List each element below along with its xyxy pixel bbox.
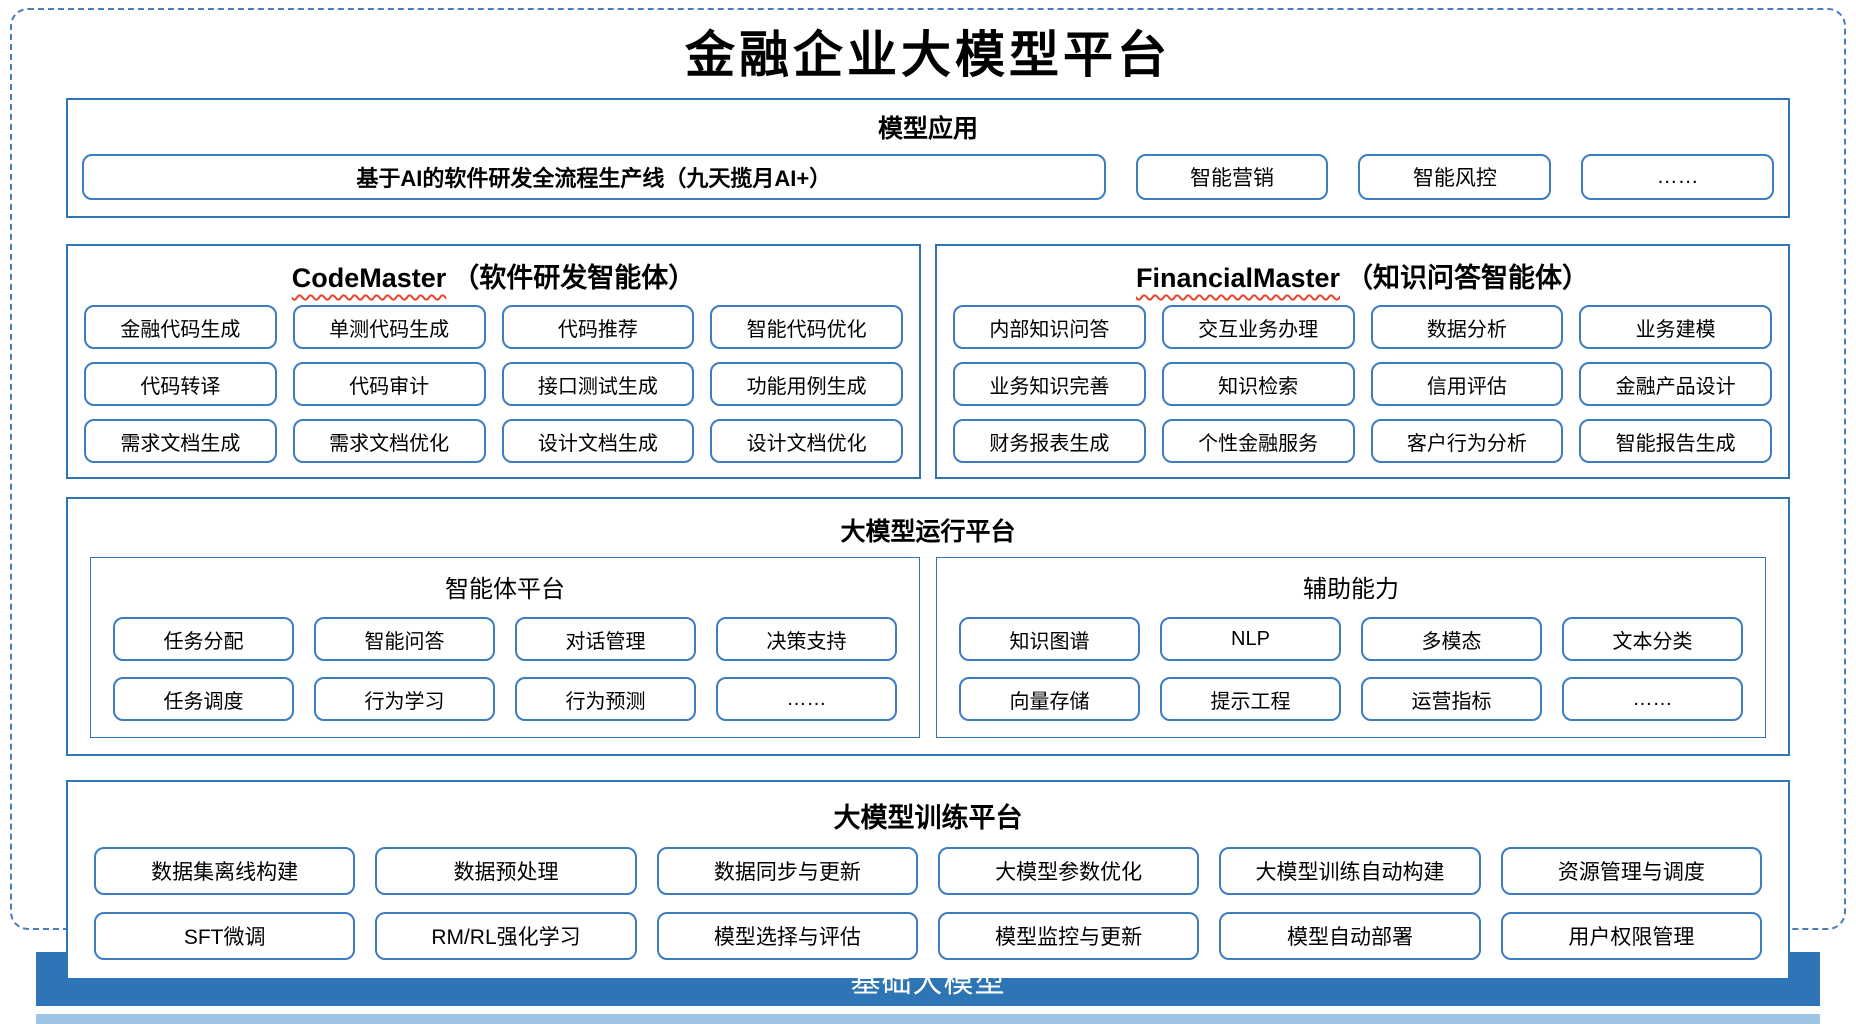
capability-pill: 文本分类 <box>1562 617 1743 661</box>
capability-pill: 任务分配 <box>113 617 294 661</box>
platform-dashed-frame: 金融企业大模型平台 模型应用 基于AI的软件研发全流程生产线（九天揽月AI+） … <box>10 8 1846 980</box>
capability-pill: 业务建模 <box>1579 305 1772 349</box>
runtime-header: 大模型运行平台 <box>840 518 1016 546</box>
capability-pill: 交互业务办理 <box>1161 305 1355 349</box>
financialmaster-name: FinancialMaster <box>1135 263 1341 293</box>
capability-pill: 模型监控与更新 <box>938 912 1200 960</box>
agent-platform-box: 智能体平台 任务分配 智能问答 对话管理 决策支持 任务调度 行为学习 行为预测… <box>90 557 920 738</box>
capability-pill: 设计文档优化 <box>710 419 903 463</box>
codemaster-subtitle: （软件研发智能体） <box>452 263 696 293</box>
capability-pill: 向量存储 <box>959 677 1140 721</box>
capability-pill: 金融代码生成 <box>84 305 277 349</box>
model-app-row: 基于AI的软件研发全流程生产线（九天揽月AI+） 智能营销 智能风控 …… <box>68 152 1788 216</box>
section-runtime-platform: 大模型运行平台 智能体平台 任务分配 智能问答 对话管理 决策支持 任务调度 行… <box>66 497 1790 756</box>
capability-pill: 功能用例生成 <box>710 362 903 406</box>
capability-pill: RM/RL强化学习 <box>375 912 637 960</box>
capability-pill: 大模型参数优化 <box>938 847 1200 895</box>
capability-pill: 接口测试生成 <box>501 362 695 406</box>
capability-pill: …… <box>716 677 897 721</box>
capability-pill: 行为学习 <box>314 677 495 721</box>
capability-pill: 智能问答 <box>314 617 495 661</box>
capability-pill: 数据同步与更新 <box>656 847 918 895</box>
capability-pill: 客户行为分析 <box>1370 419 1564 463</box>
codemaster-grid: 金融代码生成 单测代码生成 代码推荐 智能代码优化 代码转译 代码审计 接口测试… <box>84 305 903 463</box>
capability-pill: 需求文档生成 <box>84 419 277 463</box>
capability-pill: 数据预处理 <box>375 847 637 895</box>
capability-pill: 大模型训练自动构建 <box>1219 847 1481 895</box>
bottom-accent-strip <box>36 1014 1820 1024</box>
capability-pill: 知识图谱 <box>959 617 1140 661</box>
codemaster-name: CodeMaster <box>291 263 447 293</box>
capability-pill: 代码转译 <box>84 362 277 406</box>
capability-pill: 信用评估 <box>1370 362 1564 406</box>
section-codemaster: CodeMaster（软件研发智能体） 金融代码生成 单测代码生成 代码推荐 智… <box>66 244 921 479</box>
aux-capability-title: 辅助能力 <box>1303 576 1399 603</box>
capability-pill: 对话管理 <box>515 617 696 661</box>
capability-pill: 数据分析 <box>1370 305 1564 349</box>
section-model-app: 模型应用 基于AI的软件研发全流程生产线（九天揽月AI+） 智能营销 智能风控 … <box>66 98 1790 218</box>
capability-pill: 财务报表生成 <box>953 419 1146 463</box>
app-pill-more: …… <box>1581 154 1774 200</box>
capability-pill: 内部知识问答 <box>953 305 1146 349</box>
capability-pill: 决策支持 <box>716 617 897 661</box>
page-title: 金融企业大模型平台 <box>685 25 1171 84</box>
agents-row: CodeMaster（软件研发智能体） 金融代码生成 单测代码生成 代码推荐 智… <box>66 244 1790 479</box>
capability-pill: 设计文档生成 <box>501 419 695 463</box>
capability-pill: 数据集离线构建 <box>94 847 356 895</box>
capability-pill: 知识检索 <box>1161 362 1355 406</box>
training-grid: 数据集离线构建 数据预处理 数据同步与更新 大模型参数优化 大模型训练自动构建 … <box>94 847 1762 960</box>
capability-pill: 业务知识完善 <box>953 362 1146 406</box>
app-pill-risk: 智能风控 <box>1358 154 1552 200</box>
capability-pill: 智能报告生成 <box>1579 419 1772 463</box>
capability-pill: 运营指标 <box>1361 677 1542 721</box>
section-training-platform: 大模型训练平台 数据集离线构建 数据预处理 数据同步与更新 大模型参数优化 大模… <box>66 780 1790 980</box>
capability-pill: 个性金融服务 <box>1161 419 1355 463</box>
model-app-header: 模型应用 <box>877 115 978 143</box>
app-pill-marketing: 智能营销 <box>1135 154 1329 200</box>
runtime-columns: 智能体平台 任务分配 智能问答 对话管理 决策支持 任务调度 行为学习 行为预测… <box>90 557 1766 738</box>
app-pipeline-pill: 基于AI的软件研发全流程生产线（九天揽月AI+） <box>82 154 1106 200</box>
capability-pill: NLP <box>1160 617 1341 661</box>
capability-pill: …… <box>1562 677 1743 721</box>
capability-pill: 模型自动部署 <box>1219 912 1481 960</box>
capability-pill: 用户权限管理 <box>1500 912 1762 960</box>
aux-capability-box: 辅助能力 知识图谱 NLP 多模态 文本分类 向量存储 提示工程 运营指标 …… <box>936 557 1766 738</box>
agent-platform-title: 智能体平台 <box>445 576 565 603</box>
capability-pill: 金融产品设计 <box>1579 362 1772 406</box>
capability-pill: SFT微调 <box>94 912 356 960</box>
aux-capability-grid: 知识图谱 NLP 多模态 文本分类 向量存储 提示工程 运营指标 …… <box>959 617 1743 721</box>
capability-pill: 代码审计 <box>292 362 486 406</box>
capability-pill: 多模态 <box>1361 617 1542 661</box>
training-header: 大模型训练平台 <box>833 803 1023 833</box>
agent-platform-grid: 任务分配 智能问答 对话管理 决策支持 任务调度 行为学习 行为预测 …… <box>113 617 897 721</box>
capability-pill: 提示工程 <box>1160 677 1341 721</box>
section-financialmaster: FinancialMaster（知识问答智能体） 内部知识问答 交互业务办理 数… <box>935 244 1790 479</box>
capability-pill: 代码推荐 <box>501 305 695 349</box>
capability-pill: 单测代码生成 <box>292 305 486 349</box>
capability-pill: 智能代码优化 <box>710 305 903 349</box>
financialmaster-subtitle: （知识问答智能体） <box>1346 263 1590 293</box>
capability-pill: 资源管理与调度 <box>1500 847 1762 895</box>
capability-pill: 任务调度 <box>113 677 294 721</box>
capability-pill: 行为预测 <box>515 677 696 721</box>
capability-pill: 需求文档优化 <box>292 419 486 463</box>
financialmaster-header: FinancialMaster（知识问答智能体） <box>953 252 1772 305</box>
capability-pill: 模型选择与评估 <box>656 912 918 960</box>
financialmaster-grid: 内部知识问答 交互业务办理 数据分析 业务建模 业务知识完善 知识检索 信用评估… <box>953 305 1772 463</box>
codemaster-header: CodeMaster（软件研发智能体） <box>84 252 903 305</box>
